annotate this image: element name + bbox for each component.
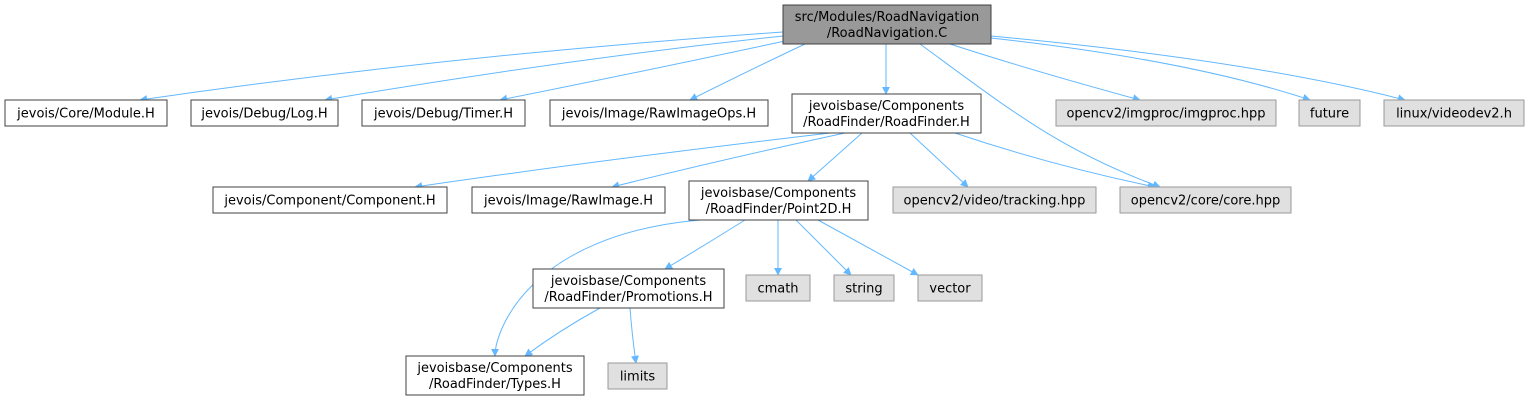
node-label: jevois/Debug/Timer.H (373, 107, 513, 122)
node-label: opencv2/core/core.hpp (1131, 194, 1281, 209)
node-box (1298, 99, 1361, 127)
node-label: string (845, 282, 882, 297)
node-string: string (833, 274, 895, 302)
edge-roadfinder-h-to-point2d-h (807, 132, 863, 182)
node-rawimageops-h[interactable]: jevois/Image/RawImageOps.H (549, 99, 769, 127)
node-cmath: cmath (745, 274, 811, 302)
node-label: cmath (757, 282, 798, 297)
node-module-h[interactable]: jevois/Core/Module.H (4, 99, 168, 127)
node-box (405, 355, 585, 396)
node-timer-h[interactable]: jevois/Debug/Timer.H (361, 99, 526, 127)
node-box (212, 186, 448, 214)
edge-point2d-h-to-promotions-h (664, 219, 746, 270)
edges-layer (139, 31, 1406, 364)
edge-promotions-h-to-limits (629, 307, 639, 364)
node-label: limits (620, 370, 656, 385)
node-box (833, 274, 895, 302)
node-box (688, 180, 869, 221)
node-tracking-hpp: opencv2/video/tracking.hpp (892, 186, 1097, 214)
node-box (917, 274, 983, 302)
node-label: vector (929, 282, 971, 297)
node-limits: limits (607, 362, 668, 390)
edge-point2d-h-to-vector (817, 219, 919, 276)
node-future: future (1298, 99, 1361, 127)
node-box (190, 99, 339, 127)
edge-root-to-future (990, 37, 1311, 102)
edge-root-to-core-hpp (919, 43, 1161, 189)
node-box (1383, 99, 1525, 127)
node-label: jevoisbase/Components (808, 99, 964, 114)
node-box (892, 186, 1097, 214)
edge-point2d-h-to-string (795, 219, 852, 276)
node-label: jevoisbase/Components (416, 361, 572, 376)
edge-roadfinder-h-to-component-h (414, 132, 831, 190)
node-label: src/Modules/RoadNavigation (795, 10, 980, 25)
node-log-h[interactable]: jevois/Debug/Log.H (190, 99, 339, 127)
node-root[interactable]: src/Modules/RoadNavigation/RoadNavigatio… (782, 4, 992, 45)
node-box (782, 4, 992, 45)
node-vector: vector (917, 274, 983, 302)
edge-root-to-module-h (139, 31, 784, 103)
nodes-layer: src/Modules/RoadNavigation/RoadNavigatio… (4, 4, 1525, 396)
node-label: jevois/Core/Module.H (16, 107, 155, 122)
node-label: jevois/Component/Component.H (223, 194, 435, 209)
edge-root-to-imgproc-hpp (949, 43, 1141, 102)
node-box (607, 362, 668, 390)
node-label: opencv2/video/tracking.hpp (904, 194, 1086, 209)
node-box (471, 186, 666, 214)
node-box (791, 93, 982, 134)
node-imgproc-hpp: opencv2/imgproc/imgproc.hpp (1055, 99, 1277, 127)
node-box (4, 99, 168, 127)
node-label: jevois/Image/RawImageOps.H (561, 107, 756, 122)
node-box (745, 274, 811, 302)
edge-root-to-videodev2-h (990, 35, 1406, 103)
node-promotions-h[interactable]: jevoisbase/Components/RoadFinder/Promoti… (532, 268, 725, 309)
node-videodev2-h: linux/videodev2.h (1383, 99, 1525, 127)
node-label: future (1310, 107, 1349, 122)
node-label: /RoadFinder/Point2D.H (706, 202, 852, 217)
edge-root-to-log-h (324, 35, 784, 103)
node-component-h[interactable]: jevois/Component/Component.H (212, 186, 448, 214)
node-point2d-h[interactable]: jevoisbase/Components/RoadFinder/Point2D… (688, 180, 869, 221)
node-label: /RoadFinder/Types.H (429, 377, 561, 392)
edge-roadfinder-h-to-core-hpp (954, 132, 1156, 190)
node-box (1055, 99, 1277, 127)
node-label: /RoadFinder/RoadFinder.H (803, 115, 970, 130)
node-types-h[interactable]: jevoisbase/Components/RoadFinder/Types.H (405, 355, 585, 396)
edge-roadfinder-h-to-rawimage-h (611, 132, 846, 190)
node-label: /RoadNavigation.C (827, 26, 947, 41)
node-label: linux/videodev2.h (1396, 107, 1512, 122)
node-label: jevoisbase/Components (550, 274, 706, 289)
node-box (361, 99, 526, 127)
node-box (549, 99, 769, 127)
node-label: /RoadFinder/Promotions.H (544, 290, 712, 305)
node-label: jevoisbase/Components (700, 186, 856, 201)
node-label: jevois/Debug/Log.H (200, 107, 327, 122)
node-box (1119, 186, 1292, 214)
node-rawimage-h[interactable]: jevois/Image/RawImage.H (471, 186, 666, 214)
node-label: opencv2/imgproc/imgproc.hpp (1066, 107, 1265, 122)
node-box (532, 268, 725, 309)
node-roadfinder-h[interactable]: jevoisbase/Components/RoadFinder/RoadFin… (791, 93, 982, 134)
node-label: jevois/Image/RawImage.H (483, 194, 653, 209)
edge-roadfinder-h-to-tracking-hpp (909, 132, 969, 188)
edge-root-to-rawimageops-h (689, 43, 806, 101)
node-core-hpp: opencv2/core/core.hpp (1119, 186, 1292, 214)
edge-root-to-timer-h (499, 40, 786, 103)
edge-promotions-h-to-types-h (524, 307, 601, 357)
